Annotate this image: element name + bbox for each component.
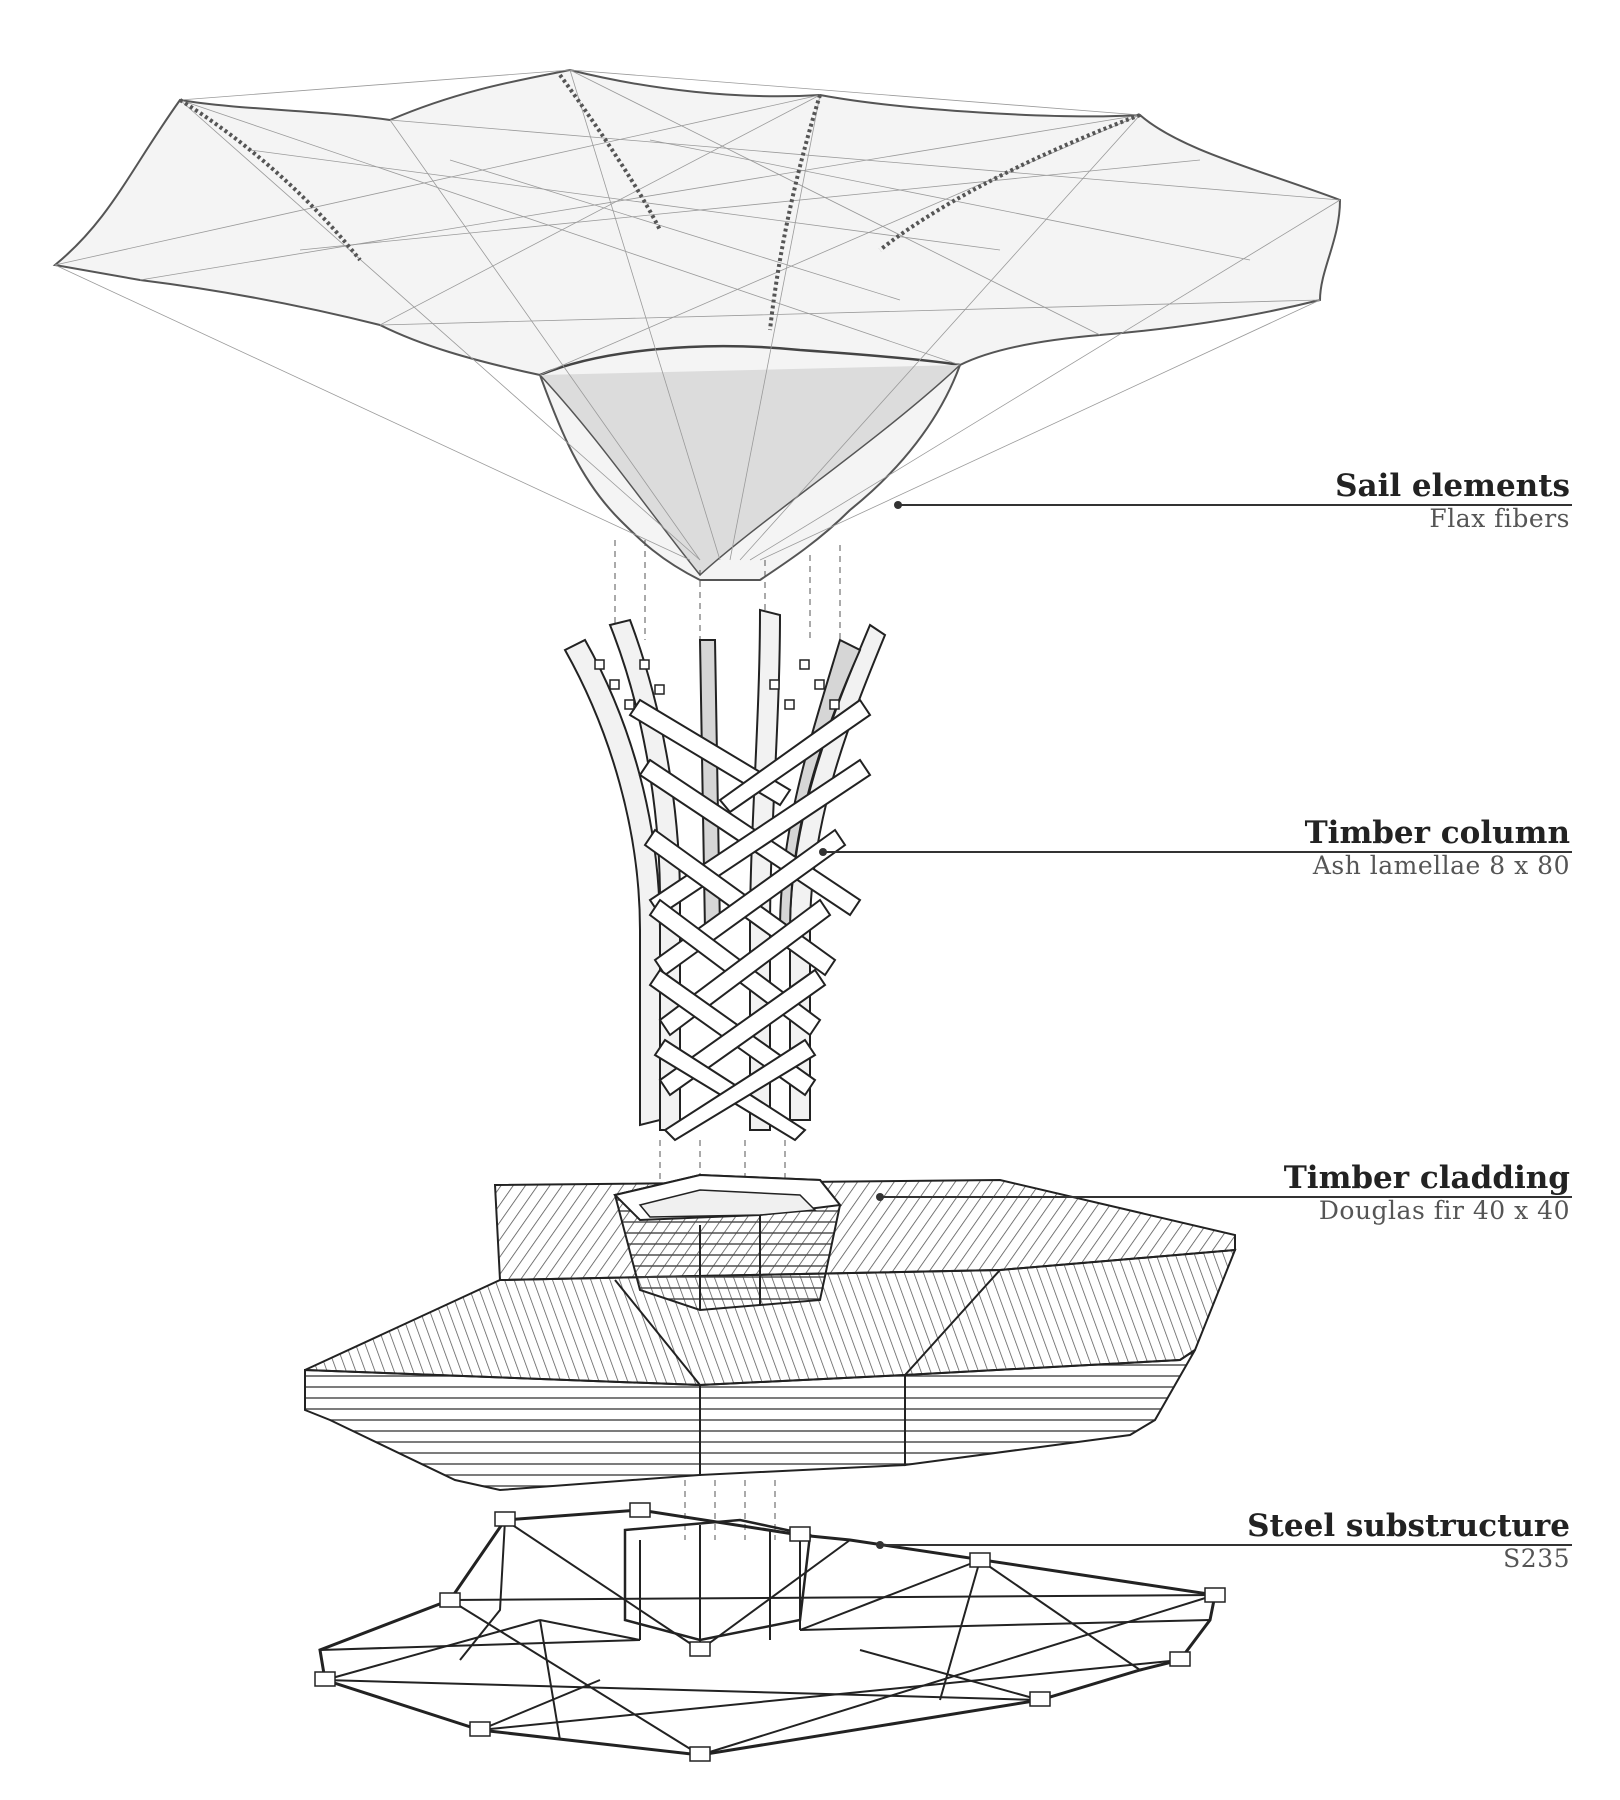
label-title: Timber cladding bbox=[1283, 1160, 1570, 1196]
sail-canopy-drawing bbox=[52, 68, 1342, 581]
cladding-platform-drawing bbox=[304, 1173, 1237, 1492]
label-subtitle: Ash lamellae 8 x 80 bbox=[1312, 851, 1570, 880]
label-timber-cladding: Timber cladding Douglas fir 40 x 40 bbox=[1284, 1160, 1570, 1226]
label-title: Timber column bbox=[1304, 815, 1570, 851]
label-subtitle: S235 bbox=[1503, 1544, 1570, 1573]
label-subtitle: Douglas fir 40 x 40 bbox=[1318, 1196, 1570, 1225]
label-timber-column: Timber column Ash lamellae 8 x 80 bbox=[1305, 815, 1570, 881]
steel-frame-drawing bbox=[314, 1502, 1226, 1762]
leader-lines bbox=[823, 504, 1572, 1546]
label-title: Sail elements bbox=[1335, 468, 1570, 504]
label-sail-elements: Sail elements Flax fibers bbox=[1335, 468, 1570, 534]
label-subtitle: Flax fibers bbox=[1429, 504, 1570, 533]
projection-lines-lower bbox=[684, 1480, 776, 1540]
label-title: Steel substructure bbox=[1247, 1508, 1570, 1544]
leader-dots bbox=[819, 501, 902, 1549]
label-steel-substructure: Steel substructure S235 bbox=[1247, 1508, 1570, 1574]
projection-lines-upper bbox=[614, 540, 841, 640]
woven-column-drawing bbox=[563, 608, 887, 1142]
